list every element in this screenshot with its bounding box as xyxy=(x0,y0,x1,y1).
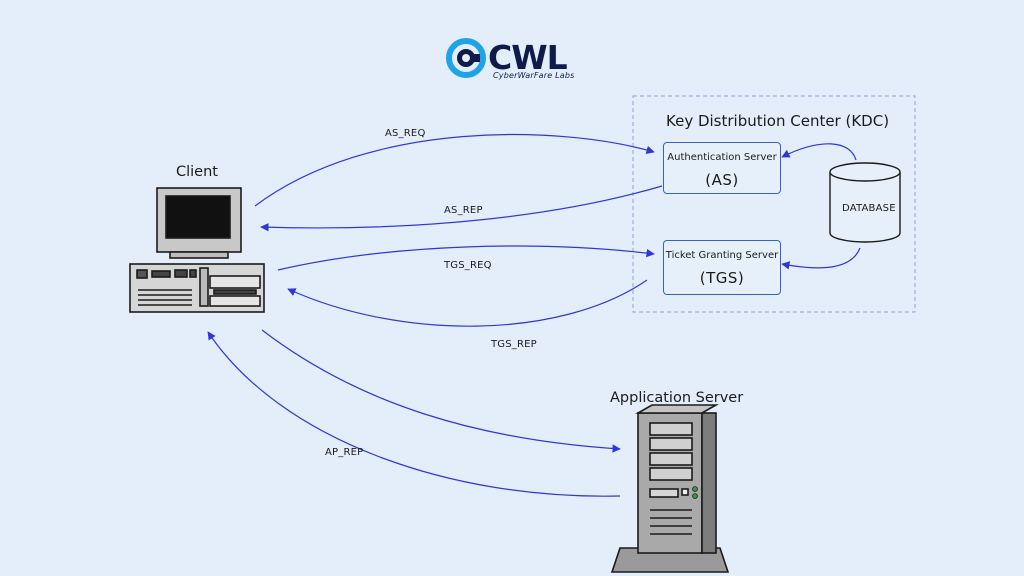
application-server-label: Application Server xyxy=(610,390,744,406)
ap-req-arrow xyxy=(261,329,621,453)
ticket-granting-server-abbr: (TGS) xyxy=(699,269,745,287)
authentication-server-box: Authentication Server (AS) xyxy=(663,142,781,194)
authentication-server-abbr: (AS) xyxy=(705,171,739,189)
ticket-granting-server-label: Ticket Granting Server xyxy=(665,250,779,261)
tgs-rep-label: TGS_REP xyxy=(491,339,537,350)
as-rep-arrow xyxy=(260,185,663,232)
tgs-rep-arrow xyxy=(287,279,648,327)
logo-icon xyxy=(446,38,486,78)
tgs-req-arrow xyxy=(277,245,655,271)
authentication-server-label: Authentication Server xyxy=(667,152,777,163)
logo-wordmark: CWL xyxy=(488,38,568,77)
client-computer-icon xyxy=(129,187,265,313)
ap-rep-arrow xyxy=(207,331,621,497)
db-to-as-arrow xyxy=(781,143,857,161)
tgs-req-label: TGS_REQ xyxy=(444,260,492,271)
client-label: Client xyxy=(176,164,218,180)
as-req-label: AS_REQ xyxy=(385,128,426,139)
ticket-granting-server-box: Ticket Granting Server (TGS) xyxy=(663,240,781,295)
database-label: DATABASE xyxy=(842,203,896,214)
kdc-boundary xyxy=(632,95,916,313)
database-icon xyxy=(829,162,901,243)
kdc-title: Key Distribution Center (KDC) xyxy=(666,112,890,130)
application-server-icon xyxy=(610,404,730,573)
as-req-arrow xyxy=(254,133,655,207)
logo-subtitle: CyberWarFare Labs xyxy=(493,71,575,80)
as-rep-label: AS_REP xyxy=(444,205,483,216)
db-to-tgs-arrow xyxy=(781,247,861,270)
ap-rep-label: AP_REP xyxy=(325,447,364,458)
